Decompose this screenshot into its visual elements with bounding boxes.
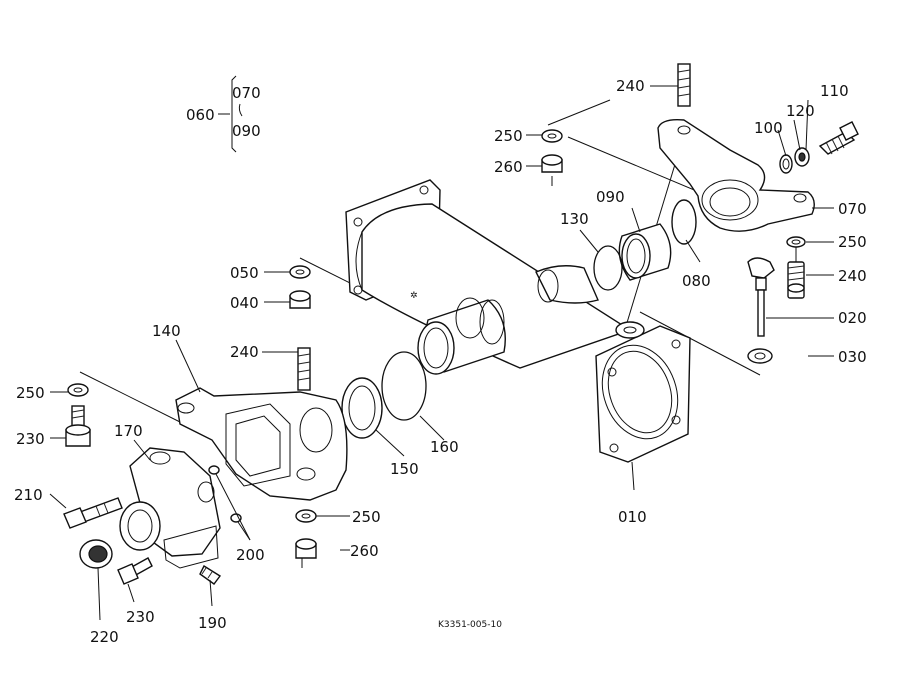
nut-040: [289, 290, 311, 309]
callout-p090: 090: [596, 188, 625, 206]
stud-240-upper: [677, 63, 691, 107]
leader-lines: [49, 85, 834, 621]
drawing-code: K3351-005-10: [438, 620, 502, 630]
callout-p240b: 240: [616, 77, 645, 95]
callout-p060: 060: [186, 106, 215, 124]
grease-mark: ✲: [410, 291, 418, 301]
ring-150: [341, 377, 383, 439]
callout-p040: 040: [230, 294, 259, 312]
bracket-070: [657, 118, 815, 232]
callout-p200: 210: [14, 486, 43, 504]
bolt-180: [199, 564, 222, 585]
washer-250-left: [67, 383, 89, 397]
bolt-220: [117, 557, 153, 585]
bushing-left: [417, 297, 506, 375]
nut-120: [794, 147, 810, 167]
callout-p260b: 260: [350, 542, 379, 560]
cylinder-tube-010: ✲: [345, 179, 691, 463]
washer-250-upper-right: [541, 129, 563, 143]
callout-p250c: 250: [352, 508, 381, 526]
callout-p150: 150: [390, 460, 419, 478]
bolt-110: [818, 121, 859, 155]
shaft-stub: [535, 265, 599, 304]
pins-190: [208, 465, 242, 523]
washer-100: [779, 154, 793, 174]
nut-260-bottom: [295, 538, 317, 559]
washer-050: [289, 265, 311, 279]
callout-p240a: 240: [230, 343, 259, 361]
callout-p140: 140: [152, 322, 181, 340]
o-ring-130: [593, 245, 623, 291]
callout-p230b: 240: [838, 267, 867, 285]
callout-p010: 010: [618, 508, 647, 526]
callout-labels: 240 110 120 100 250 260 090 130 070 250 …: [14, 77, 867, 646]
ring-080: [671, 199, 697, 245]
washer-250-bottom: [295, 509, 317, 523]
callout-p210: 220: [90, 628, 119, 646]
nut-260-upper-right: [541, 154, 563, 173]
callout-p070a: 070: [232, 84, 261, 102]
callout-p230a: 230: [16, 430, 45, 448]
callout-p100: 100: [754, 119, 783, 137]
washer-250-right: [786, 236, 806, 248]
bolt-230-left: [65, 405, 91, 447]
callout-p220: 230: [126, 608, 155, 626]
bushing-090: [618, 223, 672, 281]
callout-p090a: 090: [232, 122, 261, 140]
callout-p120: 120: [786, 102, 815, 120]
o-ring-160: [381, 351, 427, 421]
callout-p250d: 250: [16, 384, 45, 402]
callout-p160: 160: [430, 438, 459, 456]
callout-p030: 030: [838, 348, 867, 366]
callout-p070: 070: [838, 200, 867, 218]
callout-p250b: 250: [838, 233, 867, 251]
callout-p260a: 260: [494, 158, 523, 176]
callout-p190: 200: [236, 546, 265, 564]
seal-210: [79, 539, 113, 569]
callout-p110: 110: [820, 82, 849, 100]
callout-p180: 190: [198, 614, 227, 632]
callout-p130: 130: [560, 210, 589, 228]
callout-p080: 080: [682, 272, 711, 290]
callout-p170: 170: [114, 422, 143, 440]
callout-p050: 050: [230, 264, 259, 282]
callout-p020: 020: [838, 309, 867, 327]
cover-170: [119, 447, 221, 569]
grease-fitting-020: [747, 257, 775, 337]
housing-140: [175, 387, 348, 501]
range-brace-060: [231, 75, 243, 153]
bolt-230-right: [787, 261, 805, 299]
callout-p250a: 250: [494, 127, 523, 145]
bolt-200: [63, 497, 123, 529]
stud-240-lower: [297, 347, 311, 391]
washer-030: [747, 348, 773, 364]
